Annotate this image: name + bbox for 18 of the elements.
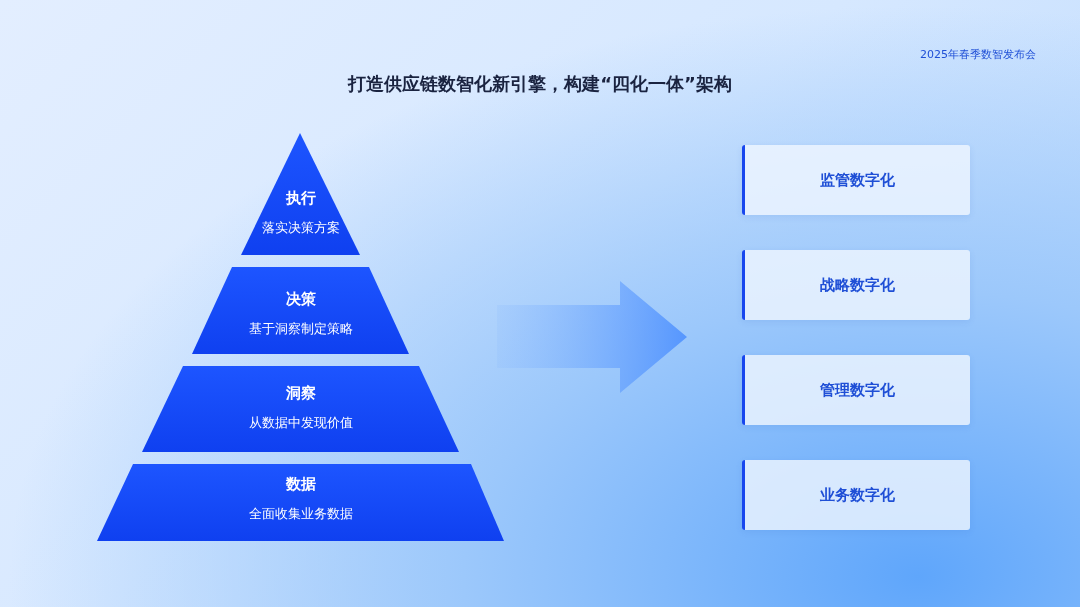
layer-description: 全面收集业务数据 (248, 506, 353, 523)
card-label: 监管数字化 (820, 170, 895, 190)
layer-description: 落实决策方案 (261, 220, 340, 237)
layer-title: 执行 (285, 189, 316, 208)
layer-title: 决策 (285, 290, 316, 309)
event-label: 2025年春季数智发布会 (920, 47, 1036, 62)
category-card (742, 250, 970, 320)
category-card (742, 355, 970, 425)
card-label: 战略数字化 (820, 275, 895, 295)
layer-description: 从数据中发现价值 (248, 415, 353, 432)
page-title: 打造供应链数智化新引擎，构建“四化一体”架构 (346, 72, 733, 96)
layer-title: 数据 (285, 475, 316, 494)
card-label: 业务数字化 (820, 485, 895, 505)
layer-description: 基于洞察制定策略 (248, 321, 353, 338)
category-card (742, 145, 970, 215)
layer-title: 洞察 (285, 384, 316, 403)
category-card (742, 460, 970, 530)
card-label: 管理数字化 (820, 380, 895, 400)
